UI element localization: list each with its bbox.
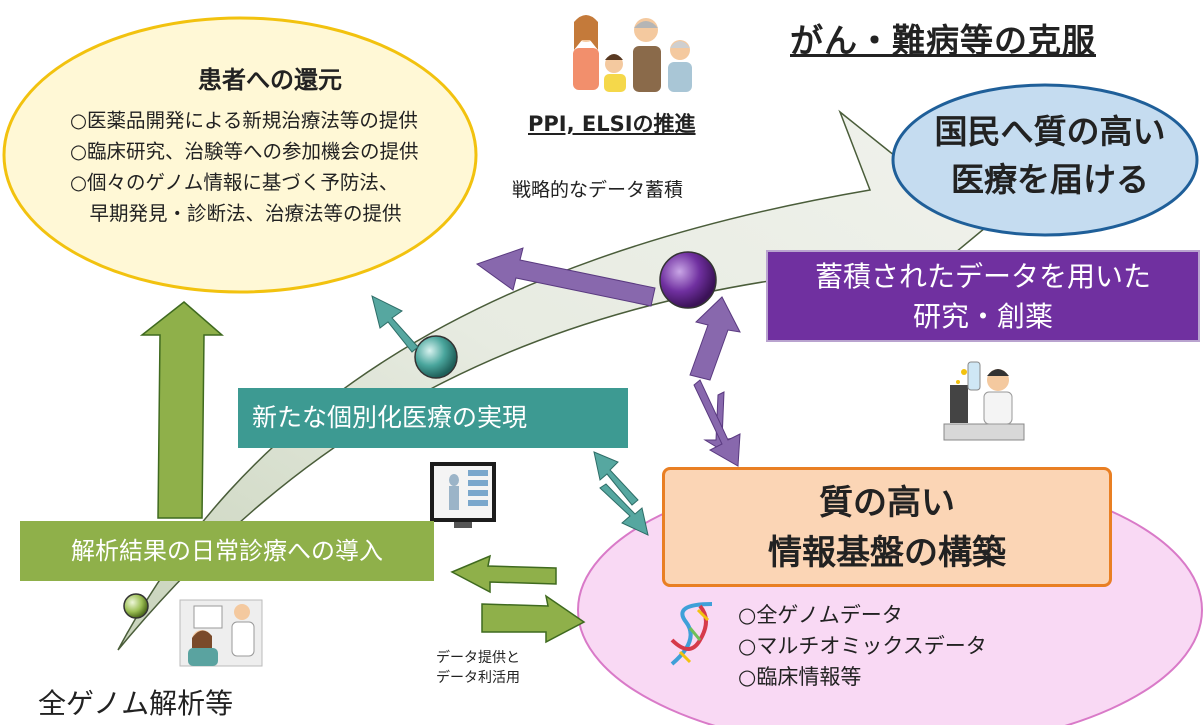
purple-arrow-down	[693, 379, 741, 467]
scientist-icon	[943, 361, 1025, 441]
green-arrow-up	[139, 301, 225, 519]
info-platform-list: ○全ゲノムデータ ○マルチオミックスデータ ○臨床情報等	[738, 600, 987, 693]
doctor-patient-icon	[179, 599, 263, 667]
page-title: がん・難病等の克服	[790, 21, 1096, 60]
info-platform-box: 質の高い 情報基盤の構築	[662, 467, 1112, 587]
list-item: ○臨床研究、治験等への参加機会の提供	[70, 140, 419, 163]
list-item: ○臨床情報等	[738, 665, 862, 689]
purple-orb-icon	[659, 251, 717, 309]
green-arrow-to-daily	[450, 554, 557, 594]
list-item: ○マルチオミックスデータ	[738, 634, 987, 658]
nation-goal-line2: 医療を届ける	[951, 160, 1149, 199]
nation-goal: 国民へ質の高い 医療を届ける	[900, 108, 1200, 204]
research-line1: 蓄積されたデータを用いた	[814, 260, 1151, 293]
green-orb-icon	[123, 593, 149, 619]
patient-ellipse	[2, 16, 478, 294]
data-provide-line2: データ利活用	[436, 670, 520, 686]
research-box: 蓄積されたデータを用いた 研究・創薬	[766, 250, 1200, 342]
data-provide-label: データ提供と データ利活用	[436, 648, 520, 688]
data-provide-line1: データ提供と	[436, 650, 520, 666]
nation-goal-line1: 国民へ質の高い	[934, 112, 1166, 151]
patient-benefit-section: 患者への還元 ○医薬品開発による新規治療法等の提供 ○臨床研究、治験等への参加機…	[70, 60, 470, 229]
list-item: ○全ゲノムデータ	[738, 603, 903, 627]
list-item: ○医薬品開発による新規治療法等の提供	[70, 109, 418, 132]
nation-ellipse	[891, 83, 1199, 237]
teal-arrow-to-info	[599, 483, 649, 536]
personalized-medicine-box: 新たな個別化医療の実現	[238, 388, 628, 448]
daily-practice-box: 解析結果の日常診療への導入	[20, 521, 434, 581]
strategy-label: 戦略的なデータ蓄積	[512, 179, 684, 201]
teal-orb-icon	[414, 335, 458, 379]
teal-arrow-to-personal	[593, 451, 639, 506]
purple-arrow-to-patient	[475, 247, 656, 307]
ppi-elsi-label: PPI, ELSIの推進	[528, 112, 696, 136]
green-arrow-to-info	[481, 594, 586, 644]
info-platform-line2: 情報基盤の構築	[768, 533, 1006, 573]
family-icon	[573, 15, 692, 92]
dna-icon	[670, 602, 713, 666]
genome-analysis-label: 全ゲノム解析等	[38, 687, 234, 720]
research-line2: 研究・創薬	[912, 300, 1053, 333]
patient-benefit-title: 患者への還元	[198, 66, 342, 94]
info-platform-line1: 質の高い	[819, 483, 955, 523]
list-item: 早期発見・診断法、治療法等の提供	[70, 202, 402, 225]
list-item: ○個々のゲノム情報に基づく予防法、	[70, 171, 399, 194]
teal-arrow-to-patient	[371, 295, 419, 353]
patient-benefit-list: ○医薬品開発による新規治療法等の提供 ○臨床研究、治験等への参加機会の提供 ○個…	[70, 105, 470, 229]
monitor-icon	[430, 462, 496, 528]
purple-arrow-to-research	[689, 296, 741, 381]
